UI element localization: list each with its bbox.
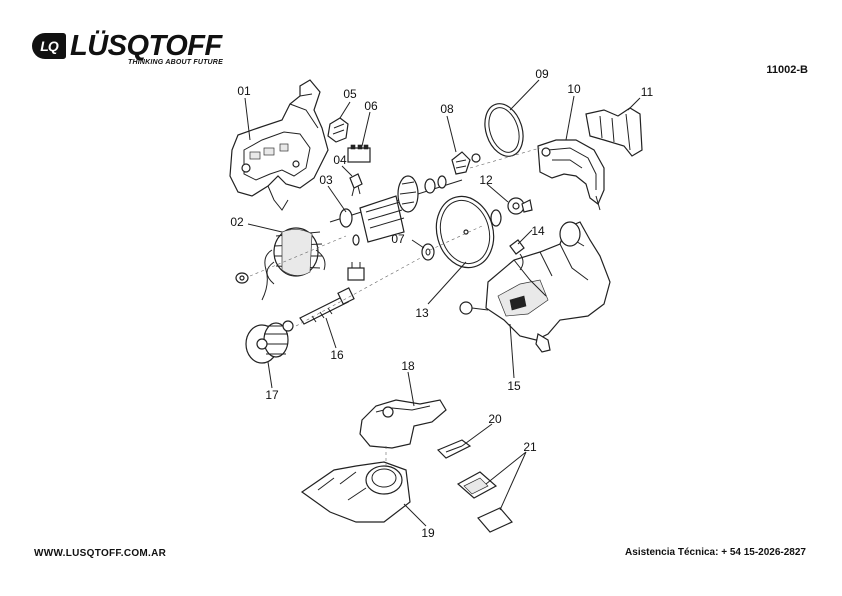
callout-11: 11 <box>640 85 654 99</box>
callout-21: 21 <box>523 440 537 454</box>
callout-04: 04 <box>333 153 347 167</box>
assembly-axis-lines <box>249 147 541 327</box>
part-20-clip <box>436 439 472 459</box>
website-link[interactable]: WWW.LUSQTOFF.COM.AR <box>34 548 167 559</box>
part-03-armature <box>329 175 463 246</box>
part-21-plates <box>456 471 513 533</box>
part-06-switch <box>347 144 371 163</box>
callout-16: 16 <box>330 348 344 362</box>
part-04b-brush <box>347 262 365 281</box>
model-code: 11002-B <box>766 64 808 76</box>
callout-05: 05 <box>343 87 357 101</box>
part-04-brush <box>349 173 363 197</box>
callout-09: 09 <box>535 67 549 81</box>
part-18-base-top <box>359 399 447 449</box>
part-14-spring <box>509 221 581 271</box>
callout-10: 10 <box>567 82 581 96</box>
part-11-blade-guard <box>585 107 643 157</box>
callout-18: 18 <box>401 359 415 373</box>
part-12-flange <box>490 197 533 227</box>
brand-logo: LQ LÜSQTOFF THINKING ABOUT FUTURE <box>32 30 238 70</box>
part-15-main-housing <box>459 221 611 353</box>
part-09-ring <box>484 103 524 157</box>
part-05-brush-holder <box>327 117 349 143</box>
support-phone: Asistencia Técnica: + 54 15-2026-2827 <box>625 547 806 558</box>
callout-08: 08 <box>440 102 454 116</box>
part-nut-left <box>235 272 249 284</box>
part-08-bearing <box>451 151 481 175</box>
brand-tagline: THINKING ABOUT FUTURE <box>128 59 223 66</box>
callout-02: 02 <box>230 215 244 229</box>
part-19-base <box>300 446 411 523</box>
callout-19: 19 <box>421 526 435 540</box>
callout-17: 17 <box>265 388 279 402</box>
callout-leaders <box>244 79 641 527</box>
part-10-gear-housing <box>537 139 605 211</box>
callout-03: 03 <box>319 173 333 187</box>
part-17-gear <box>245 320 294 364</box>
callout-12: 12 <box>479 173 493 187</box>
part-13-blade <box>435 195 495 269</box>
callout-20: 20 <box>488 412 502 426</box>
part-07-washer <box>421 243 435 261</box>
callout-06: 06 <box>364 99 378 113</box>
callout-07: 07 <box>391 232 405 246</box>
part-01-housing-left <box>229 79 329 211</box>
callout-14: 14 <box>531 224 545 238</box>
brand-mark: LQ <box>32 33 66 59</box>
callout-15: 15 <box>507 379 521 393</box>
part-16-spindle <box>299 287 355 325</box>
callout-01: 01 <box>237 84 251 98</box>
brand-name: LÜSQTOFF <box>70 30 222 62</box>
part-02-stator <box>261 227 326 301</box>
callout-13: 13 <box>415 306 429 320</box>
